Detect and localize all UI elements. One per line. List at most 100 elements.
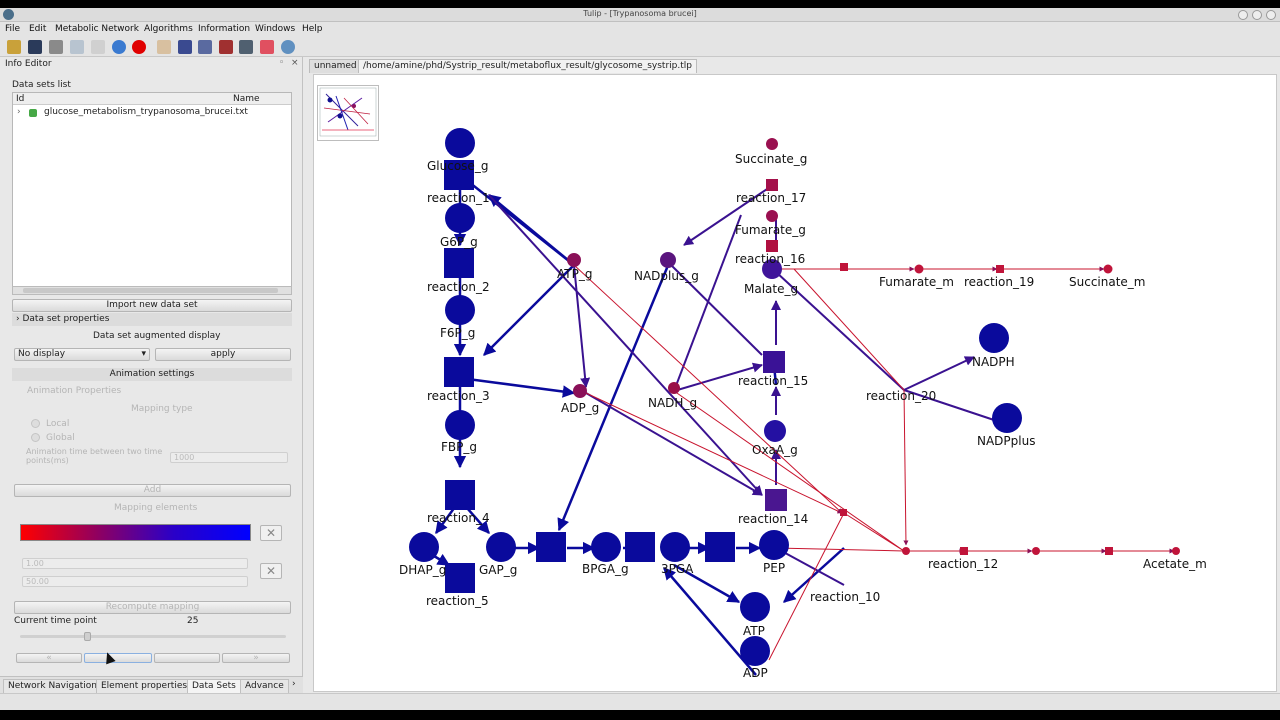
node-nadph[interactable] xyxy=(979,323,1009,353)
tab-advance[interactable]: Advance xyxy=(240,679,289,693)
node-acetyl-hub[interactable] xyxy=(902,547,910,555)
radio-global[interactable] xyxy=(31,433,40,442)
maximize-icon[interactable] xyxy=(1252,10,1262,20)
info-pointer-icon[interactable] xyxy=(239,40,253,54)
refresh-icon[interactable] xyxy=(112,40,126,54)
node-acetate-m[interactable] xyxy=(1172,547,1180,555)
import-dataset-button[interactable]: Import new data set xyxy=(12,299,292,312)
tab-data-sets[interactable]: Data Sets xyxy=(187,679,241,693)
node-bpga[interactable] xyxy=(591,532,621,562)
nodes[interactable] xyxy=(409,128,1180,666)
node-reaction-4[interactable] xyxy=(445,480,475,510)
node-pga-reaction[interactable] xyxy=(705,532,735,562)
recompute-mapping-button[interactable]: Recompute mapping xyxy=(14,601,291,614)
float-icon[interactable]: ◦ xyxy=(279,58,285,68)
overview-minimap[interactable] xyxy=(317,85,379,141)
node-fumarate-m-reaction[interactable] xyxy=(840,263,848,271)
time-slider-track[interactable] xyxy=(20,635,286,638)
node-reaction-5[interactable] xyxy=(445,563,475,593)
node-nadpplus[interactable] xyxy=(992,403,1022,433)
tree-horizontal-scrollbar[interactable] xyxy=(12,286,292,295)
record-icon[interactable] xyxy=(132,40,146,54)
expand-arrow-icon[interactable]: › xyxy=(17,107,21,117)
node-succinate-m[interactable] xyxy=(1103,264,1113,274)
node-reaction-3[interactable] xyxy=(444,357,474,387)
magnifier-icon[interactable] xyxy=(281,40,295,54)
node-dhap[interactable] xyxy=(409,532,439,562)
animation-time-spinbox[interactable]: 1000 xyxy=(170,452,288,463)
node-oxaa-g[interactable] xyxy=(764,420,786,442)
node-adp[interactable] xyxy=(740,636,770,666)
node-atp-g[interactable] xyxy=(567,253,581,267)
display-mode-select[interactable]: No display ▾ xyxy=(14,348,150,361)
time-slider-thumb[interactable] xyxy=(84,632,91,641)
node-fumarate-m[interactable] xyxy=(914,264,924,274)
close-icon[interactable] xyxy=(1266,10,1276,20)
select-grid-icon[interactable] xyxy=(198,40,212,54)
col-id-header[interactable]: Id xyxy=(16,94,25,104)
node-bpga-reaction[interactable] xyxy=(625,532,655,562)
node-reaction-1[interactable] xyxy=(444,160,474,190)
node-g6p[interactable] xyxy=(445,203,475,233)
node-3pga[interactable] xyxy=(660,532,690,562)
print-icon[interactable] xyxy=(49,40,63,54)
hand-pan-icon[interactable] xyxy=(157,40,171,54)
node-reaction-10-hub[interactable] xyxy=(840,509,847,516)
color-scale-bar[interactable] xyxy=(20,524,251,541)
scrollbar-thumb[interactable] xyxy=(23,288,278,293)
tab-unnamed[interactable]: unnamed xyxy=(309,59,362,73)
menu-help[interactable]: Help xyxy=(302,24,323,34)
radio-local[interactable] xyxy=(31,419,40,428)
node-reaction-17[interactable] xyxy=(766,179,778,191)
menu-edit[interactable]: Edit xyxy=(29,24,47,34)
add-button[interactable]: Add xyxy=(14,484,291,497)
menu-file[interactable]: File xyxy=(5,24,21,34)
graph-canvas[interactable]: Glucose_g reaction_1 G6P_g reaction_2 F6… xyxy=(313,74,1277,692)
node-reaction-12[interactable] xyxy=(960,547,968,555)
node-reaction-14[interactable] xyxy=(765,489,787,511)
tab-network-navigation[interactable]: Network Navigation xyxy=(3,679,102,693)
node-reaction-19[interactable] xyxy=(996,265,1004,273)
dock-close-icon[interactable]: × xyxy=(291,58,299,68)
col-name-header[interactable]: Name xyxy=(233,94,260,104)
open-folder-icon[interactable] xyxy=(7,40,21,54)
first-frame-button[interactable]: « xyxy=(16,653,82,663)
node-atp[interactable] xyxy=(740,592,770,622)
remove-range-button[interactable]: ✕ xyxy=(260,563,282,579)
select-rectangle-icon[interactable] xyxy=(178,40,192,54)
node-succinate-g[interactable] xyxy=(766,138,778,150)
menu-windows[interactable]: Windows xyxy=(255,24,296,34)
node-gap[interactable] xyxy=(486,532,516,562)
menu-algorithms[interactable]: Algorithms xyxy=(144,24,193,34)
node-adp-g[interactable] xyxy=(573,384,587,398)
clipboard-icon[interactable] xyxy=(91,40,105,54)
node-fumarate-g[interactable] xyxy=(766,210,778,222)
max-value-spinbox[interactable]: 50.00 xyxy=(22,576,248,587)
node-acetyl-intermediate[interactable] xyxy=(1032,547,1040,555)
node-reaction-15[interactable] xyxy=(763,351,785,373)
node-malate-g[interactable] xyxy=(762,259,782,279)
tab-glycosome-file[interactable]: /home/amine/phd/Systrip_result/metaboflu… xyxy=(358,59,697,73)
datasets-tree[interactable]: Id Name › glucose_metabolism_trypanosoma… xyxy=(12,92,292,287)
node-nadh-g[interactable] xyxy=(668,382,680,394)
node-fbp[interactable] xyxy=(445,410,475,440)
node-reaction-16[interactable] xyxy=(766,240,778,252)
min-value-spinbox[interactable]: 1.00 xyxy=(22,558,248,569)
node-glucose[interactable] xyxy=(445,128,475,158)
menu-metabolic-network[interactable]: Metabolic Network xyxy=(55,24,139,34)
node-gap-reaction[interactable] xyxy=(536,532,566,562)
node-f6p[interactable] xyxy=(445,295,475,325)
last-frame-button[interactable]: » xyxy=(222,653,290,663)
node-pep[interactable] xyxy=(759,530,789,560)
tab-element-properties[interactable]: Element properties xyxy=(96,679,193,693)
remove-color-scale-button[interactable]: ✕ xyxy=(260,525,282,541)
add-node-icon[interactable] xyxy=(260,40,274,54)
menu-information[interactable]: Information xyxy=(198,24,251,34)
animation-settings-header[interactable]: Animation settings xyxy=(12,368,292,381)
node-nadplus-g[interactable] xyxy=(660,252,676,268)
dataset-properties-header[interactable]: › Data set properties xyxy=(12,313,292,326)
save-icon[interactable] xyxy=(28,40,42,54)
stop-button[interactable] xyxy=(154,653,220,663)
node-reaction-2[interactable] xyxy=(444,248,474,278)
node-acetate-reaction[interactable] xyxy=(1105,547,1113,555)
